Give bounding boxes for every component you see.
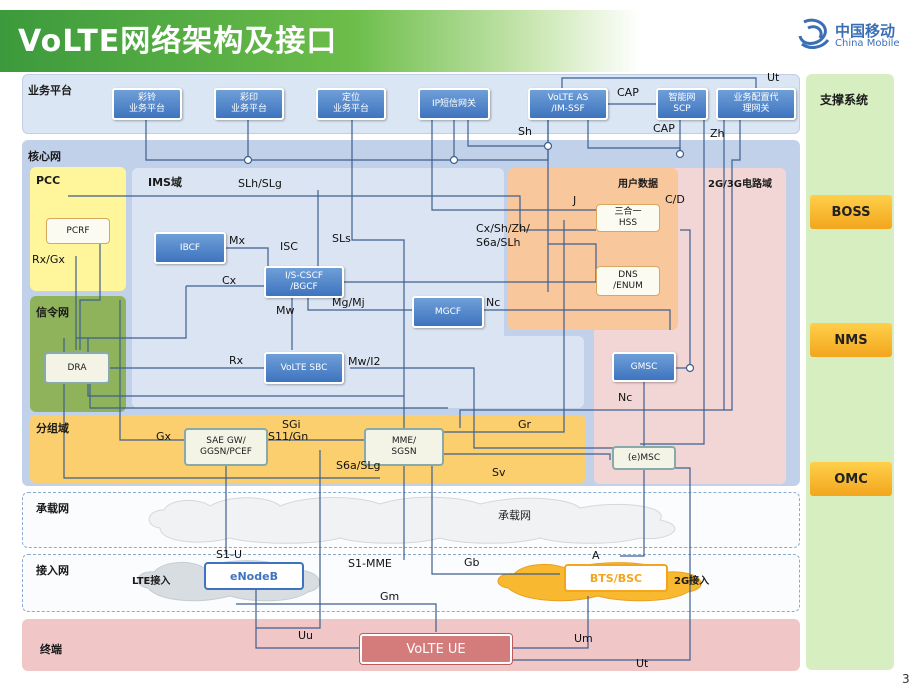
- if-mw-i2: Mw/I2: [348, 355, 381, 368]
- ringback-platform-node[interactable]: 彩铃 业务平台: [112, 88, 182, 120]
- support-region-label: 支撑系统: [820, 93, 869, 107]
- mgcf-node[interactable]: MGCF: [412, 296, 484, 328]
- if-slh-slg: SLh/SLg: [238, 177, 282, 190]
- if-nc-2: Nc: [618, 391, 633, 404]
- title-bar: [0, 10, 640, 72]
- hss-node[interactable]: 三合一 HSS: [596, 204, 660, 232]
- iscscf-bgcf-node[interactable]: I/S-CSCF /BGCF: [264, 266, 344, 298]
- if-sgi: SGi: [282, 418, 301, 431]
- if-rx: Rx: [229, 354, 244, 367]
- if-cap-1: CAP: [617, 86, 639, 99]
- if-gx: Gx: [156, 430, 172, 443]
- bearer-cloud-label: 承载网: [498, 509, 531, 522]
- core-region-label: 核心网: [28, 150, 61, 163]
- nms-button[interactable]: NMS: [810, 323, 892, 357]
- if-um: Um: [574, 632, 593, 645]
- support-region: [806, 74, 894, 670]
- if-sls: SLs: [332, 232, 351, 245]
- if-s6a-slg: S6a/SLg: [336, 459, 381, 472]
- if-ut-top: Ut: [767, 71, 780, 84]
- if-gm: Gm: [380, 590, 400, 603]
- if-s1-mme: S1-MME: [348, 557, 392, 570]
- 2g-access-label: 2G接入: [674, 576, 710, 587]
- if-cx: Cx: [222, 274, 237, 287]
- if-j: J: [573, 194, 577, 207]
- if-s1-u: S1-U: [216, 548, 243, 561]
- bearer-cloud-icon: [148, 496, 676, 544]
- logo-en-text: China Mobile: [835, 38, 900, 49]
- volte-sbc-node[interactable]: VoLTE SBC: [264, 352, 344, 384]
- ibcf-node[interactable]: IBCF: [154, 232, 226, 264]
- mme-sgsn-node[interactable]: MME/ SGSN: [364, 428, 444, 466]
- gmsc-node[interactable]: GMSC: [612, 352, 676, 382]
- if-gb: Gb: [464, 556, 480, 569]
- if-uu: Uu: [298, 629, 314, 642]
- pcc-region-label: PCC: [36, 174, 61, 187]
- if-gr: Gr: [518, 418, 532, 431]
- dra-node[interactable]: DRA: [44, 352, 110, 384]
- packet-domain-region: [30, 415, 586, 483]
- user-data-region-top: [508, 168, 678, 330]
- if-mx: Mx: [229, 234, 246, 247]
- if-ut-bottom: Ut: [636, 657, 649, 670]
- dns-enum-node[interactable]: DNS /ENUM: [596, 266, 660, 296]
- ip-sms-gateway-node[interactable]: IP短信网关: [418, 88, 490, 120]
- if-cd: C/D: [665, 193, 685, 206]
- page-number: 3: [902, 672, 910, 686]
- bts-bsc-node[interactable]: BTS/BSC: [564, 564, 668, 592]
- if-sv: Sv: [492, 466, 506, 479]
- emsc-node[interactable]: (e)MSC: [612, 446, 676, 470]
- lte-access-label: LTE接入: [132, 576, 171, 587]
- boss-button[interactable]: BOSS: [810, 195, 892, 229]
- if-cx-sh-zh-s6a-slh: Cx/Sh/Zh/ S6a/SLh: [476, 222, 530, 250]
- logo-cn-text: 中国移动: [835, 22, 896, 40]
- page-title: VoLTE网络架构及接口: [18, 24, 338, 59]
- sae-gw-node[interactable]: SAE GW/ GGSN/PCEF: [184, 428, 268, 466]
- if-sh: Sh: [518, 125, 532, 138]
- pcrf-node[interactable]: PCRF: [46, 218, 110, 244]
- ims-region-label: IMS域: [148, 176, 182, 189]
- if-isc: ISC: [280, 240, 298, 253]
- intelligent-network-scp-node[interactable]: 智能网 SCP: [656, 88, 708, 120]
- if-mw: Mw: [276, 304, 295, 317]
- if-zh: Zh: [710, 127, 725, 140]
- if-rx-gx: Rx/Gx: [32, 253, 65, 266]
- location-platform-node[interactable]: 定位 业务平台: [316, 88, 386, 120]
- packet-domain-region-label: 分组域: [36, 422, 69, 435]
- volte-as-node[interactable]: VoLTE AS /IM-SSF: [528, 88, 608, 120]
- color-print-platform-node[interactable]: 彩印 业务平台: [214, 88, 284, 120]
- access-region-label: 接入网: [36, 564, 69, 577]
- user-data-region-label: 用户数据: [618, 179, 658, 190]
- terminal-region-label: 终端: [40, 643, 62, 656]
- if-a: A: [592, 549, 600, 562]
- signaling-region-label: 信令网: [36, 306, 69, 319]
- service-config-proxy-gateway-node[interactable]: 业务配置代 理网关: [716, 88, 796, 120]
- if-s11-gn: S11/Gn: [268, 430, 309, 443]
- if-mg-mj: Mg/Mj: [332, 296, 365, 309]
- china-mobile-logo-icon: [798, 18, 830, 49]
- cs-domain-region-label: 2G/3G电路域: [708, 179, 772, 190]
- volte-ue-node[interactable]: VoLTE UE: [360, 634, 512, 664]
- if-nc-1: Nc: [486, 296, 501, 309]
- bearer-region-label: 承载网: [36, 502, 69, 515]
- if-cap-2: CAP: [653, 122, 675, 135]
- omc-button[interactable]: OMC: [810, 462, 892, 496]
- enodeb-node[interactable]: eNodeB: [204, 562, 304, 590]
- business-region-label: 业务平台: [28, 84, 72, 97]
